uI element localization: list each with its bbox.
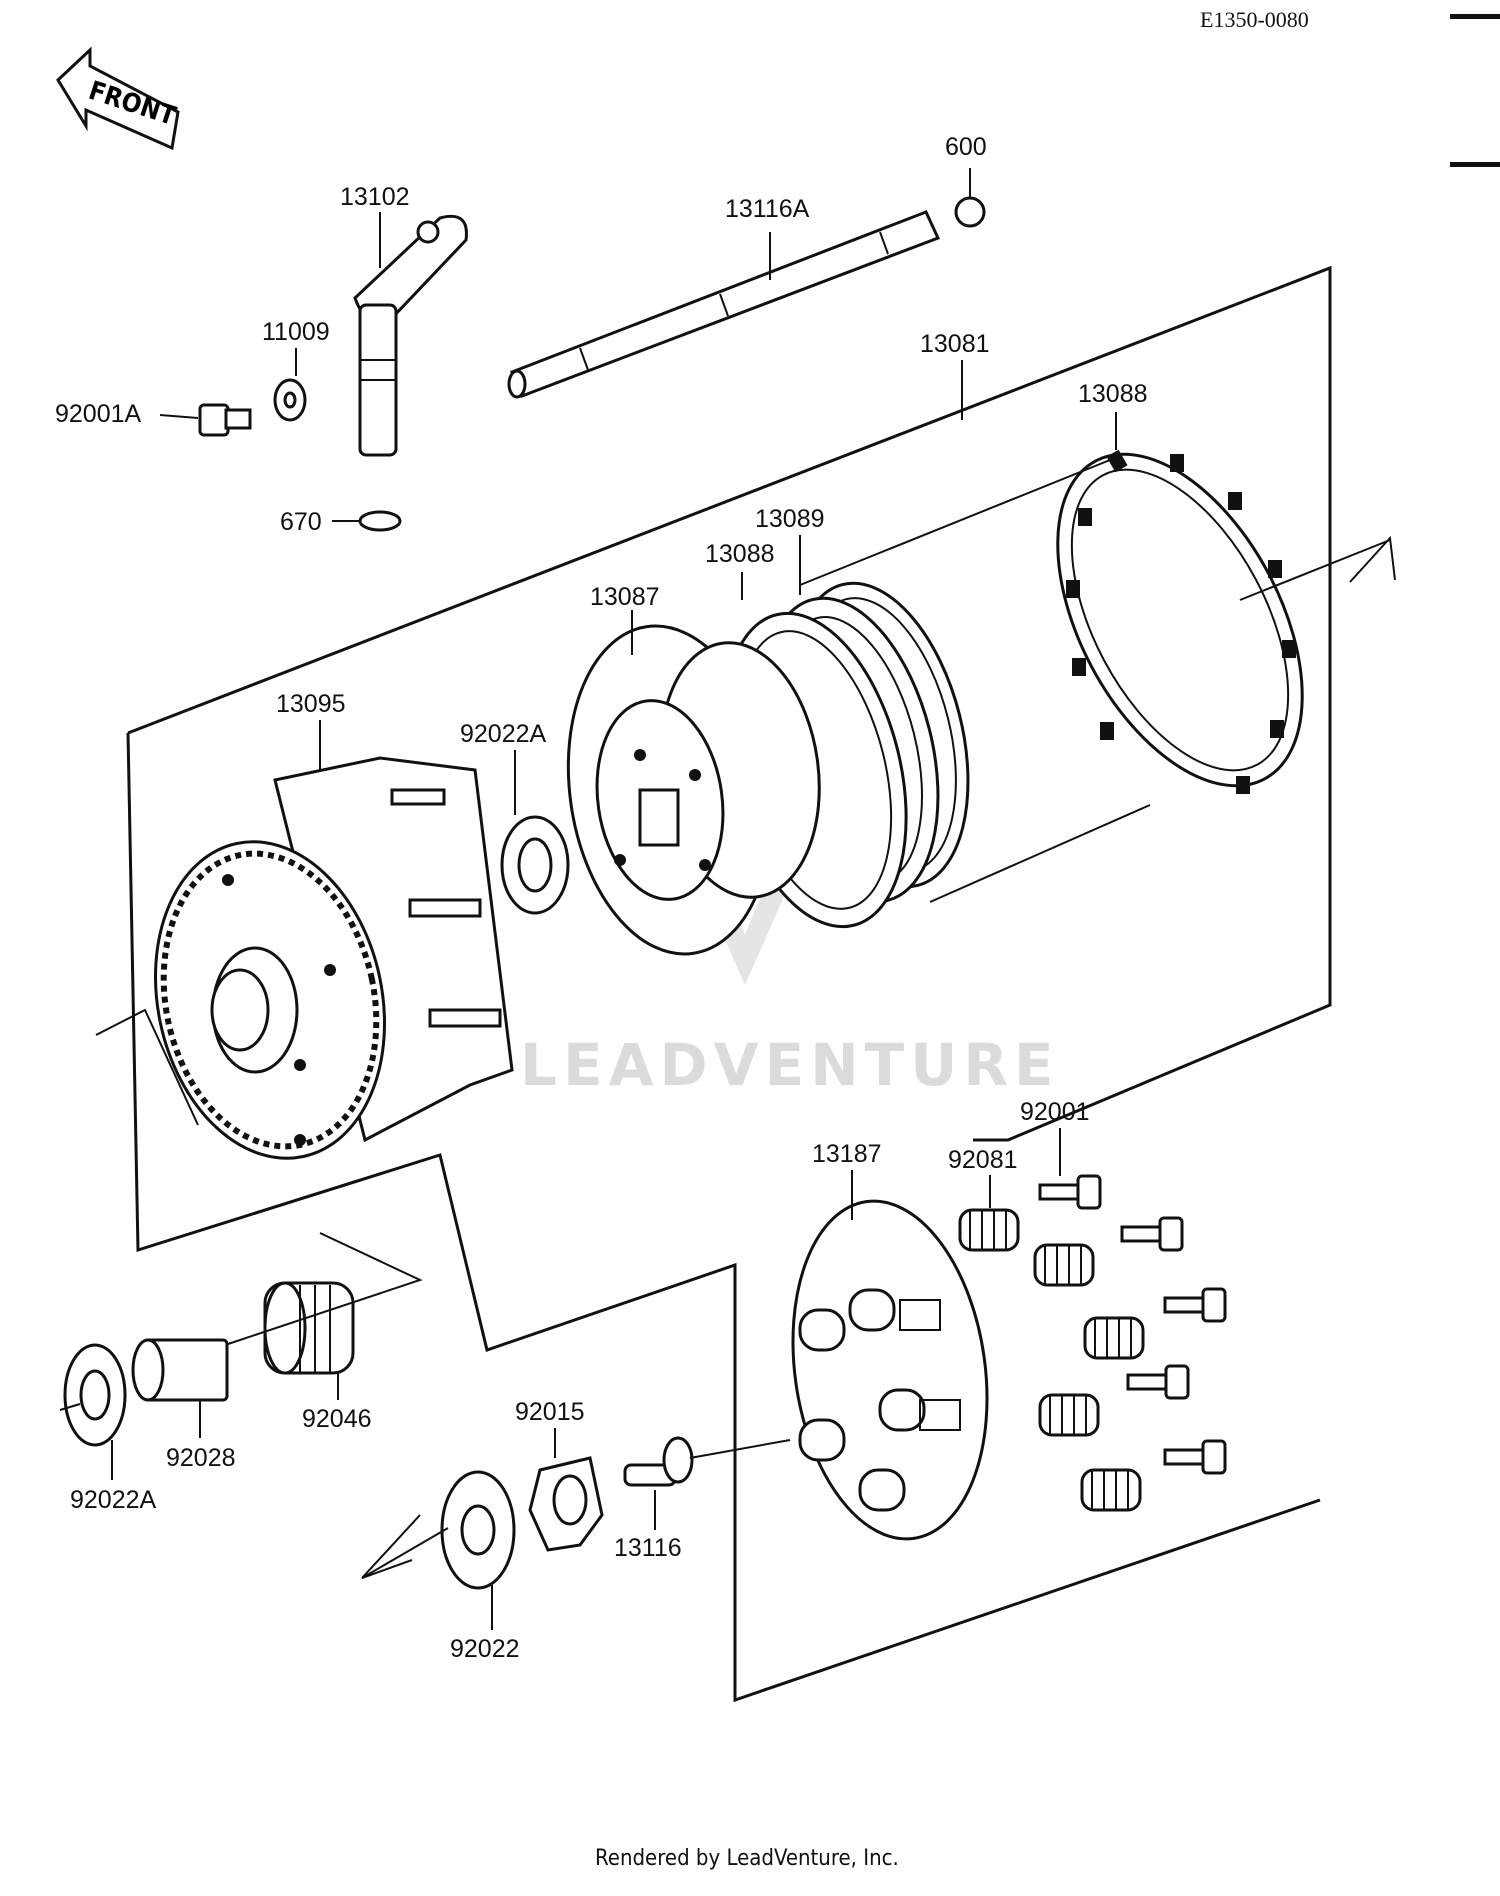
- bolt-group-92001: [1038, 1174, 1227, 1475]
- bolt-icon: [1038, 1174, 1102, 1210]
- steel-ball-600: [954, 196, 986, 228]
- label-670: 670: [280, 508, 322, 536]
- assembly-line-bottom: [929, 804, 1151, 903]
- assembly-line-bearing: [224, 1232, 423, 1346]
- label-13095: 13095: [276, 690, 346, 718]
- bolt-icon: [1163, 1287, 1227, 1323]
- assembly-line-top: [799, 459, 1111, 586]
- label-92046: 92046: [302, 1405, 372, 1433]
- label-13187: 13187: [812, 1140, 882, 1168]
- bolt-icon: [1120, 1216, 1184, 1252]
- bolt-icon: [1126, 1364, 1190, 1400]
- diagram-code: E1350-0080: [1200, 7, 1309, 32]
- spring-icon: [1038, 1393, 1100, 1437]
- lock-washer-92022: [440, 1470, 516, 1590]
- pushrod-13116A: [507, 210, 941, 399]
- assembly-line-washer: [59, 1403, 81, 1411]
- pushrod-13116: [623, 1436, 694, 1487]
- leader-92001A: [159, 414, 199, 419]
- assembly-line-right: [1239, 539, 1391, 601]
- o-ring-670: [358, 510, 402, 532]
- thrust-washer-92022A-top-hole: [517, 837, 553, 893]
- label-13102: 13102: [340, 183, 410, 211]
- assembly-line-92022: [361, 1527, 449, 1579]
- friction-plate-13088-right: [1056, 449, 1304, 794]
- thrust-washer-92022A-bottom: [63, 1343, 127, 1447]
- label-92022: 92022: [450, 1635, 520, 1663]
- clutch-housing-13095: [154, 756, 514, 1160]
- corner-mark-mid: [1450, 162, 1500, 167]
- arrow-right-icon: [1349, 535, 1396, 583]
- label-92028: 92028: [166, 1444, 236, 1472]
- assembly-frame-left: [126, 732, 1321, 1703]
- label-92022A-bottom: 92022A: [70, 1486, 157, 1514]
- label-13088-top: 13088: [1078, 380, 1148, 408]
- assembly-line-13116: [689, 1439, 791, 1459]
- label-13116A: 13116A: [725, 195, 810, 223]
- needle-bearing-92046: [263, 1281, 355, 1375]
- label-92001A: 92001A: [55, 400, 142, 428]
- bolt-icon: [1163, 1439, 1227, 1475]
- label-13087: 13087: [590, 583, 660, 611]
- footer-credit: Rendered by LeadVenture, Inc.: [595, 1846, 899, 1871]
- label-92081: 92081: [948, 1146, 1018, 1174]
- arrow-lower-icon: [361, 1514, 421, 1579]
- washer-11009-hole: [283, 391, 297, 409]
- label-92001: 92001: [1020, 1098, 1090, 1126]
- assembly-frame: [127, 265, 1332, 1142]
- label-13089: 13089: [755, 505, 825, 533]
- corner-mark-top: [1450, 14, 1500, 19]
- front-arrow-icon: FRONT: [56, 46, 180, 151]
- spring-icon: [1083, 1316, 1145, 1360]
- label-13088-mid: 13088: [705, 540, 775, 568]
- label-92015: 92015: [515, 1398, 585, 1426]
- spring-icon: [958, 1208, 1020, 1252]
- release-lever-13102: [353, 214, 468, 457]
- label-600: 600: [945, 133, 987, 161]
- label-13081: 13081: [920, 330, 990, 358]
- label-92022A-top: 92022A: [460, 720, 547, 748]
- bolt-92001A: [198, 403, 252, 437]
- label-11009: 11009: [262, 318, 330, 346]
- spring-icon: [1033, 1243, 1095, 1287]
- pressure-plate-13187: [791, 1199, 989, 1541]
- watermark-text: LEADVENTURE: [520, 1031, 1060, 1099]
- assembly-line-left: [95, 1008, 199, 1126]
- spring-icon: [1080, 1468, 1142, 1512]
- collar-92028: [131, 1338, 229, 1402]
- spring-group-92081: [958, 1208, 1145, 1512]
- clutch-hub-13087: [566, 624, 821, 956]
- label-13116: 13116: [614, 1534, 682, 1562]
- nut-92015: [528, 1456, 604, 1552]
